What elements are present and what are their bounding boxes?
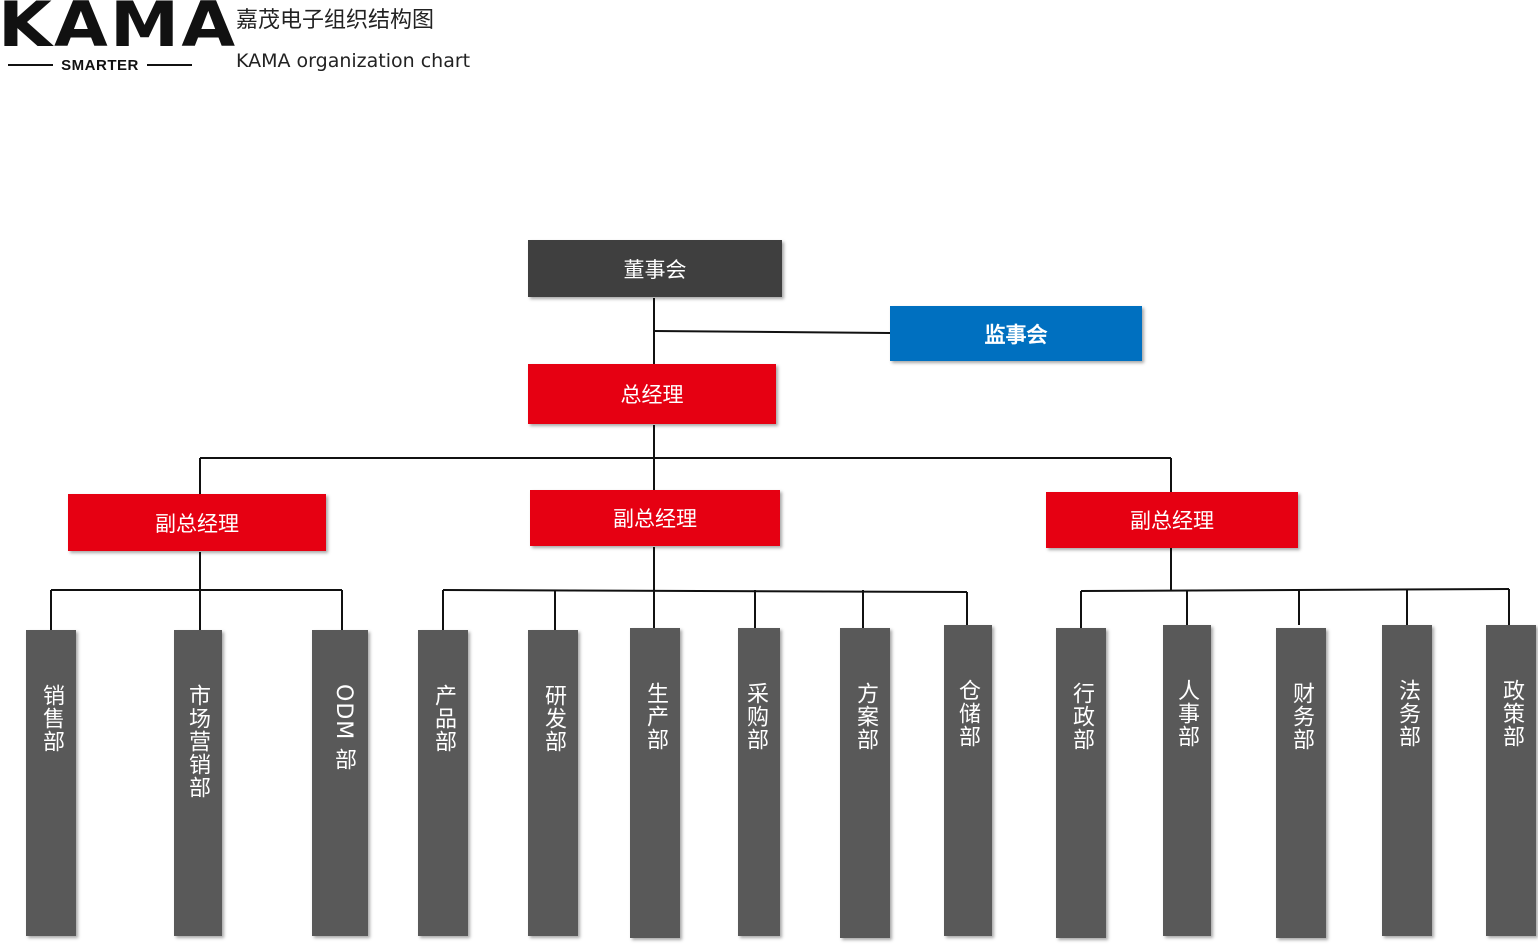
- logo-divider-right: [146, 64, 193, 66]
- page-title-en: KAMA organization chart: [236, 50, 471, 72]
- deputy-gm-box-3: 副总经理: [1046, 492, 1298, 548]
- dept-label: 市场营销部: [185, 684, 210, 799]
- dept-label: 方案部: [853, 682, 878, 751]
- dept-box-odm: ODM 部: [312, 630, 368, 936]
- dept-label: 采购部: [743, 682, 768, 751]
- board-of-directors-box: 董事会: [528, 240, 782, 297]
- logo-wordmark: KAMA: [0, 0, 238, 61]
- dept-box-purchasing: 采购部: [738, 628, 780, 936]
- kama-logo: KAMA SMARTER: [0, 0, 235, 80]
- dept-box-marketing: 市场营销部: [174, 630, 222, 936]
- dept-box-policy: 政策部: [1486, 625, 1536, 936]
- dept-box-warehouse: 仓储部: [944, 625, 992, 936]
- dept-label: 销售部: [39, 684, 64, 753]
- dept-label: 财务部: [1289, 682, 1314, 751]
- dept-label: 政策部: [1499, 679, 1524, 748]
- deputy-gm-box-2: 副总经理: [530, 490, 780, 546]
- dept-box-production: 生产部: [630, 628, 680, 938]
- logo-tagline-row: SMARTER: [0, 55, 200, 75]
- deputy-gm-box-1: 副总经理: [68, 494, 326, 551]
- dept-label: ODM 部: [331, 684, 356, 772]
- supervisory-board-box: 监事会: [890, 306, 1142, 361]
- dept-box-solutions: 方案部: [840, 628, 890, 938]
- dept-label: 人事部: [1174, 679, 1199, 748]
- dept-box-hr: 人事部: [1163, 625, 1211, 936]
- general-manager-box: 总经理: [528, 364, 776, 424]
- dept-box-admin: 行政部: [1056, 628, 1106, 938]
- dept-label: 仓储部: [955, 679, 980, 748]
- page-title-cn: 嘉茂电子组织结构图: [236, 8, 435, 33]
- line-g3-bus: [1080, 588, 1510, 592]
- dept-label: 产品部: [431, 684, 456, 753]
- line-supervisory: [653, 330, 891, 334]
- dept-label: 行政部: [1069, 682, 1094, 751]
- dept-box-legal: 法务部: [1382, 625, 1432, 936]
- logo-tagline: SMARTER: [61, 56, 139, 74]
- dept-box-rnd: 研发部: [528, 630, 578, 936]
- dept-box-finance: 财务部: [1276, 628, 1326, 938]
- dept-label: 研发部: [541, 684, 566, 753]
- logo-divider-left: [8, 64, 54, 66]
- line-g2-bus: [442, 589, 968, 593]
- dept-label: 生产部: [643, 682, 668, 751]
- dept-box-product: 产品部: [418, 630, 468, 936]
- dept-box-sales: 销售部: [26, 630, 76, 936]
- dept-label: 法务部: [1395, 679, 1420, 748]
